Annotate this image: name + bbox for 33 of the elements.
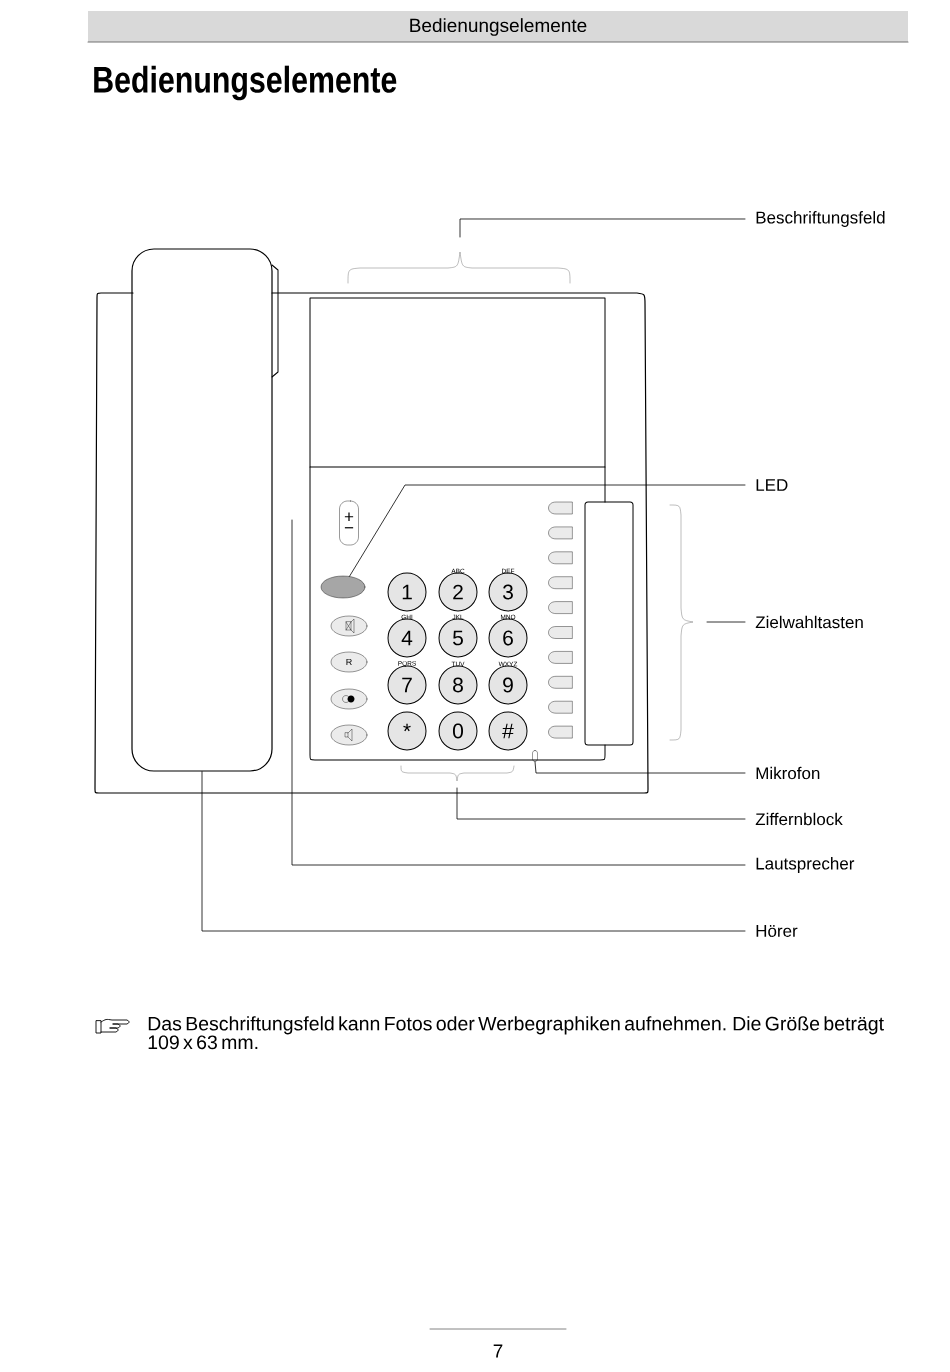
- microphone-opening: [532, 750, 538, 762]
- digit-key: 0: [438, 711, 478, 751]
- callout-label: Beschriftungsfeld: [756, 211, 885, 227]
- leader-line: [291, 519, 746, 866]
- callout-label: LED: [756, 479, 788, 491]
- callout-label: Ziffernblock: [755, 812, 843, 826]
- recall-key: R: [330, 651, 368, 673]
- note-text: Das Beschriftungsfeld kann Fotos oder Werbegraphiken aufnehmen. Die Größe beträgt 109 x 63 mm.: [148, 1016, 884, 1050]
- digit-key: 4: [387, 618, 427, 658]
- callout-label: Lautsprecher: [756, 857, 855, 873]
- leader-line: [349, 484, 746, 577]
- led: [320, 575, 366, 599]
- leader-line: [201, 771, 746, 932]
- page-heading: Bedienungselemente: [94, 65, 397, 101]
- digit-key: #: [488, 711, 528, 751]
- page-number: 7: [493, 1344, 503, 1358]
- callout-label: Zielwahltasten: [755, 615, 863, 629]
- digit-key: 2: [438, 572, 478, 612]
- leader-line: [456, 787, 746, 820]
- digit-key: 6: [488, 618, 528, 658]
- callout-label: Mikrofon: [756, 766, 820, 780]
- volume-key: + −: [339, 500, 359, 546]
- digit-key: 1: [387, 572, 427, 612]
- digit-key: 8: [438, 665, 478, 705]
- digit-key: *: [387, 711, 427, 751]
- leader-line: [534, 761, 746, 774]
- handset: [131, 248, 273, 772]
- digit-key: 3: [488, 572, 528, 612]
- leader-line: [459, 218, 746, 238]
- leader-line: [706, 621, 746, 623]
- digit-key: 5: [438, 618, 478, 658]
- running-header: Bedienungselemente: [88, 11, 908, 42]
- callout-label: Hörer: [756, 925, 798, 937]
